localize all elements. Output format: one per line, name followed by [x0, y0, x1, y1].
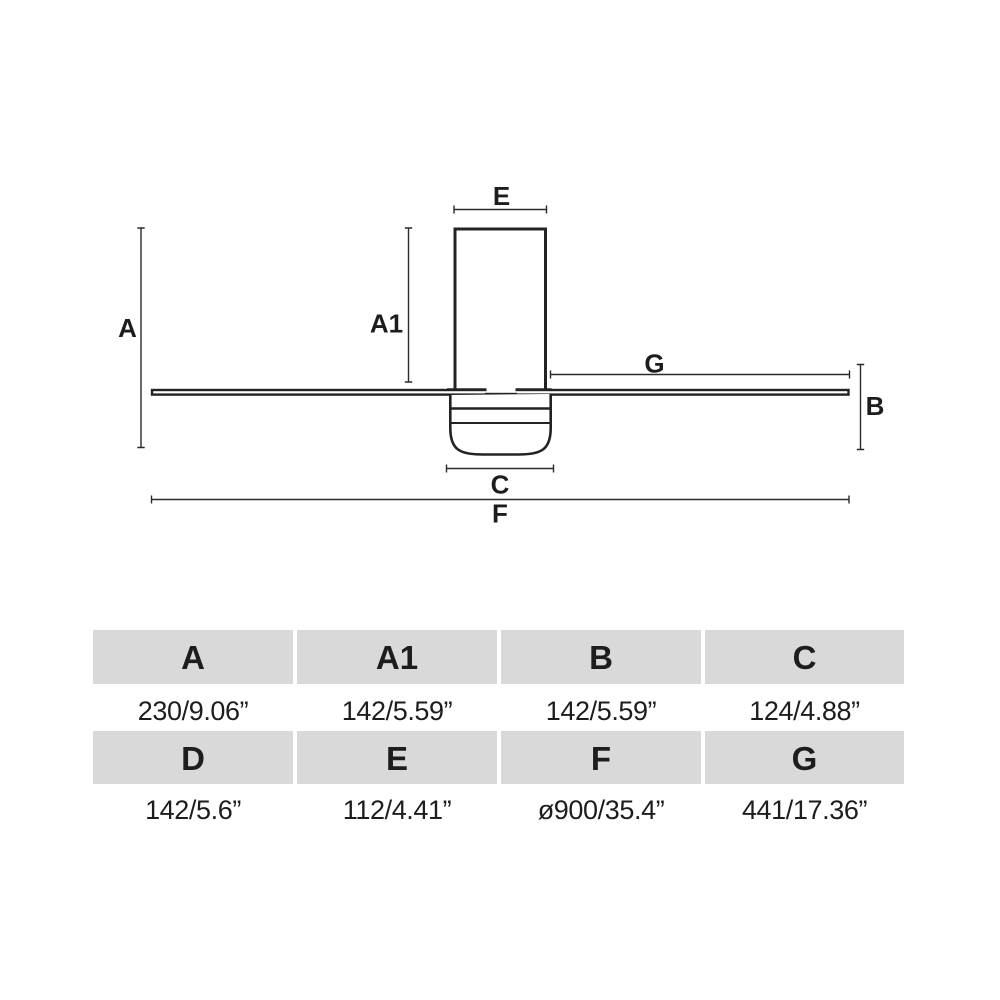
svg-text:B: B: [866, 391, 885, 421]
svg-text:E: E: [493, 181, 510, 211]
svg-text:A: A: [118, 313, 137, 343]
svg-text:G: G: [644, 349, 664, 379]
svg-text:C: C: [491, 470, 510, 500]
svg-text:F: F: [492, 499, 508, 529]
svg-text:A1: A1: [370, 309, 403, 339]
